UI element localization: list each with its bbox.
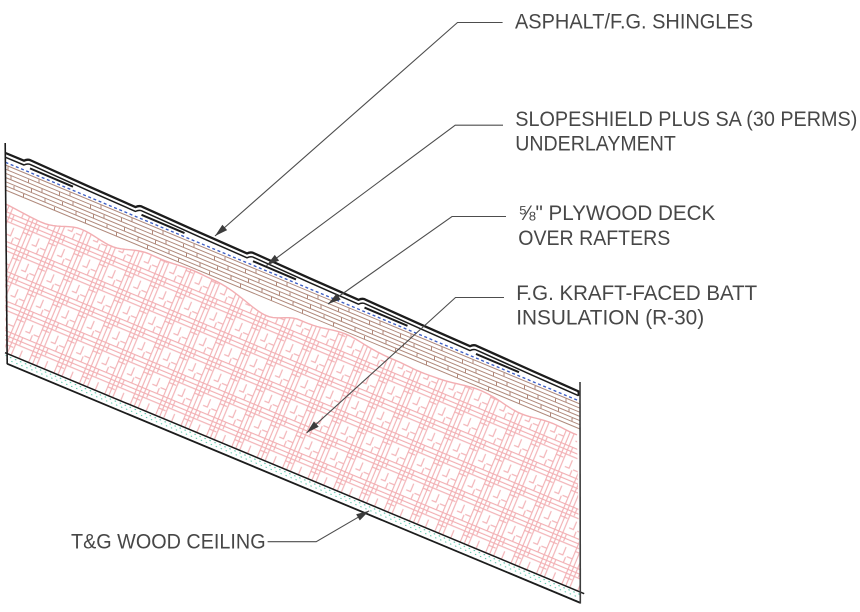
callout-text-underlayment-1: UNDERLAYMENT <box>515 133 676 156</box>
leader-plywood-deck <box>327 215 506 305</box>
underlayment-line <box>5 161 581 402</box>
ceiling-dot-hatch <box>5 352 580 603</box>
ceiling-bottom-line <box>6 362 581 604</box>
callout-text-wood-ceiling-0: T&G WOOD CEILING <box>71 530 266 553</box>
roof-assembly-section <box>4 142 585 604</box>
leader-underlayment <box>266 124 503 266</box>
shingle-bottom-line <box>5 156 579 397</box>
section-cut-left-edge <box>4 142 8 365</box>
leader-wood-ceiling <box>267 510 370 543</box>
arrowhead-wood-ceiling <box>356 510 370 521</box>
batt-insulation-hatch <box>5 203 580 592</box>
callout-text-batt-insulation-0: F.G. KRAFT-FACED BATT <box>516 282 757 305</box>
callout-leaders <box>214 21 506 543</box>
callout-text-underlayment-0: SLOPESHIELD PLUS SA (30 PERMS) <box>515 108 857 131</box>
callout-labels: ASPHALT/F.G. SHINGLES SLOPESHIELD PLUS SA… <box>71 10 857 553</box>
ceiling-top-line <box>4 352 585 595</box>
plywood-deck-hatch <box>5 164 581 430</box>
arrowhead-batt-insulation <box>306 421 319 433</box>
callout-text-batt-insulation-1: INSULATION (R-30) <box>516 306 704 329</box>
leader-shingles <box>214 21 503 237</box>
arrowhead-plywood-deck <box>328 293 341 304</box>
batt-insulation-top-edge <box>4 203 578 436</box>
shingle-top-line <box>5 151 581 396</box>
leader-batt-insulation <box>306 296 504 434</box>
arrowhead-shingles <box>215 224 228 236</box>
shingle-lap-lines <box>29 167 520 374</box>
callout-text-plywood-deck-0: ⅝" PLYWOOD DECK <box>518 202 715 225</box>
callout-text-plywood-deck-1: OVER RAFTERS <box>518 227 670 250</box>
callout-text-shingles-0: ASPHALT/F.G. SHINGLES <box>515 10 753 33</box>
arrowhead-underlayment <box>266 254 280 266</box>
